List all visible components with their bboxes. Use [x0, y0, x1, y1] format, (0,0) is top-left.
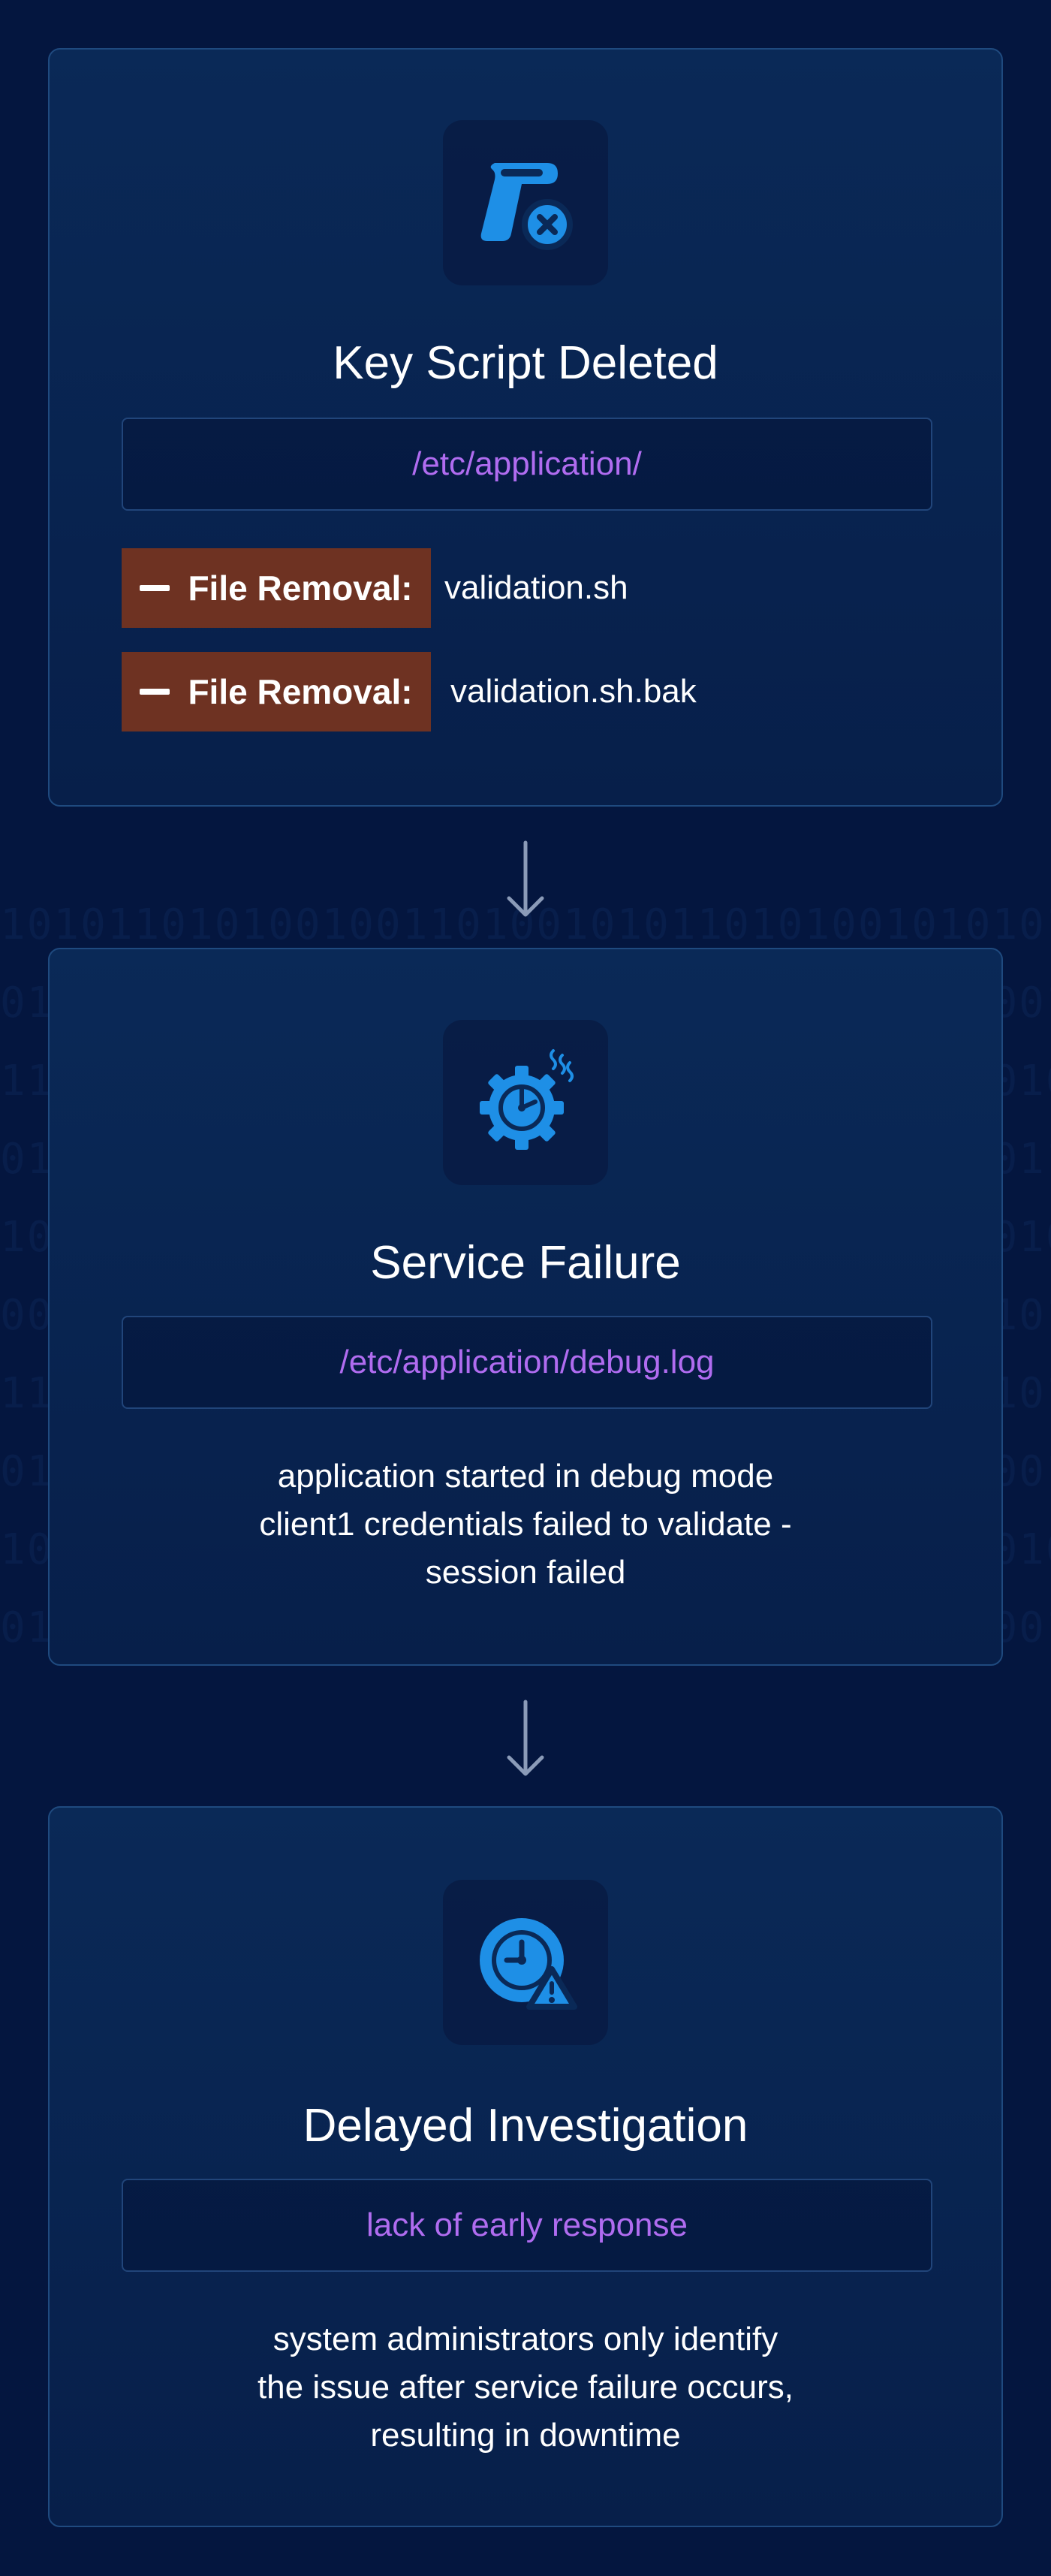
path-text: /etc/application/ — [412, 445, 642, 482]
step-title: Delayed Investigation — [303, 2100, 748, 2152]
file-removal-row: File Removal: validation.sh.bak — [122, 652, 697, 731]
step-description: application started in debug mode client… — [50, 1452, 1001, 1597]
minus-icon — [140, 585, 170, 591]
description-line: resulting in downtime — [370, 2417, 681, 2454]
file-removal-label: File Removal: — [188, 672, 413, 711]
down-arrow-icon — [507, 1700, 544, 1776]
step-description: system administrators only identify the … — [50, 2315, 1001, 2460]
file-removal-row: File Removal: validation.sh — [122, 548, 628, 628]
path-text: /etc/application/debug.log — [339, 1344, 715, 1380]
delayed-clock-warning-icon — [443, 1880, 608, 2045]
path-box: /etc/application/debug.log — [122, 1316, 932, 1409]
step-card-key-script-deleted: Key Script Deleted /etc/application/ Fil… — [48, 48, 1003, 807]
file-removal-label: File Removal: — [188, 569, 413, 608]
step-card-delayed-investigation: Delayed Investigation lack of early resp… — [48, 1806, 1003, 2527]
service-failure-gear-icon — [443, 1020, 608, 1185]
step-card-service-failure: Service Failure /etc/application/debug.l… — [48, 948, 1003, 1666]
file-removal-tag: File Removal: — [122, 652, 431, 731]
description-line: the issue after service failure occurs, — [257, 2369, 794, 2406]
minus-icon — [140, 689, 170, 695]
path-text: lack of early response — [366, 2206, 688, 2243]
script-deleted-icon — [443, 120, 608, 285]
removed-file-name: validation.sh.bak — [450, 673, 697, 710]
description-line: session failed — [425, 1554, 626, 1591]
file-removal-tag: File Removal: — [122, 548, 431, 628]
description-line: client1 credentials failed to validate - — [259, 1506, 792, 1543]
path-box: /etc/application/ — [122, 418, 932, 511]
step-title: Service Failure — [370, 1237, 681, 1289]
path-box: lack of early response — [122, 2179, 932, 2272]
description-line: system administrators only identify — [273, 2321, 778, 2357]
step-title: Key Script Deleted — [333, 337, 718, 389]
down-arrow-icon — [507, 840, 544, 917]
removed-file-name: validation.sh — [444, 569, 628, 606]
description-line: application started in debug mode — [277, 1458, 774, 1495]
